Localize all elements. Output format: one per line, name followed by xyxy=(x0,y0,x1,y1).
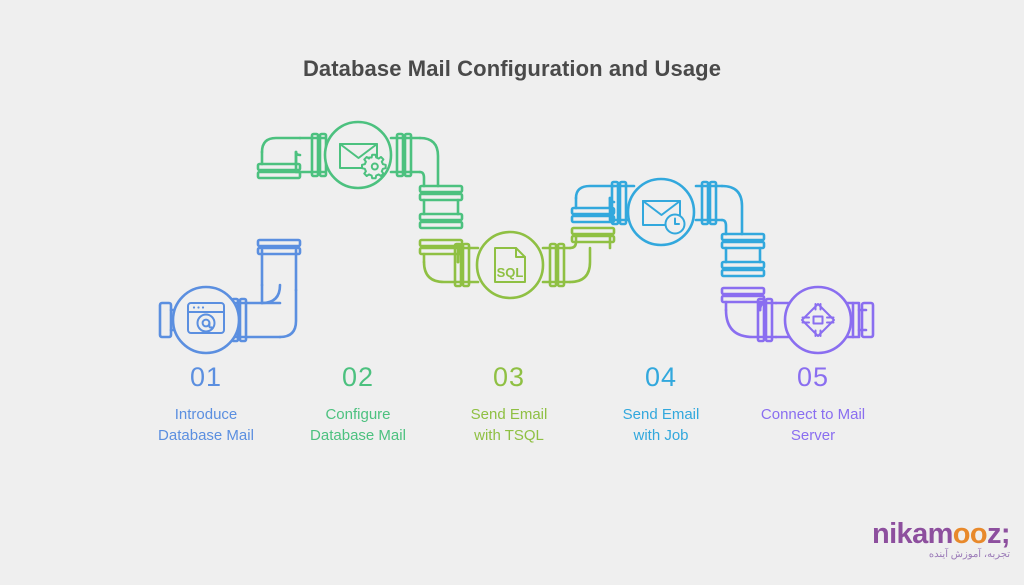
step-label-5-line2: Server xyxy=(790,427,836,444)
envelope-gear-icon xyxy=(339,143,387,180)
step-label-1-line2: Database Mail xyxy=(158,427,254,444)
node-circle-4 xyxy=(626,177,696,247)
brand-logo-part1: nikam xyxy=(871,518,953,550)
step-number-5: 05 xyxy=(796,362,830,392)
step-caption-1[interactable]: 01 Introduce Database Mail xyxy=(121,362,291,446)
pipe-riser-4-5 xyxy=(720,232,766,312)
step-caption-4[interactable]: 04 Send Email with Job xyxy=(576,362,746,446)
step-label-4-line2: with Job xyxy=(633,427,689,444)
brand-logo-part3: z; xyxy=(987,518,1011,550)
step-caption-2[interactable]: 02 Configure Database Mail xyxy=(273,362,443,446)
brand-logo-subtitle: تجربه، آموزش آینده xyxy=(928,549,1010,560)
step-label-2: Configure Database Mail xyxy=(273,404,443,446)
step-number-3: 03 xyxy=(492,362,526,392)
step-label-3: Send Email with TSQL xyxy=(424,404,594,446)
step-label-2-line2: Database Mail xyxy=(310,427,406,444)
step-number-2: 02 xyxy=(341,362,375,392)
page-title: Database Mail Configuration and Usage xyxy=(302,56,722,81)
step-label-5: Connect to Mail Server xyxy=(728,404,898,446)
envelope-clock-icon xyxy=(642,200,686,235)
step-label-5-line1: Connect to Mail xyxy=(760,406,866,423)
pipe-riser-3-4 xyxy=(570,196,616,250)
step-label-2-line1: Configure xyxy=(325,406,391,423)
sql-document-icon xyxy=(494,247,526,283)
step-label-4: Send Email with Job xyxy=(576,404,746,446)
step-label-1: Introduce Database Mail xyxy=(121,404,291,446)
step-label-3-line2: with TSQL xyxy=(474,427,544,444)
brand-logo-wordmark: nikamooz; xyxy=(870,518,1011,550)
step-label-3-line1: Send Email xyxy=(470,406,548,423)
step-label-4-line1: Send Email xyxy=(622,406,700,423)
step-caption-3[interactable]: 03 Send Email with TSQL xyxy=(424,362,594,446)
pipe-segment-4 xyxy=(574,180,744,236)
node-circle-3 xyxy=(475,230,545,300)
node-circle-2 xyxy=(323,120,393,190)
pipe-riser-2-3 xyxy=(418,184,464,264)
brand-logo[interactable]: nikamooz; تجربه، آموزش آینده xyxy=(870,518,1011,569)
pipe-segment-5 xyxy=(724,297,875,343)
sql-label: SQL xyxy=(497,265,524,280)
step-number-4: 04 xyxy=(644,362,678,392)
brand-logo-part2: oo xyxy=(952,518,988,550)
pipe-segment-3 xyxy=(422,240,592,288)
server-chip-icon xyxy=(801,303,835,337)
step-number-1: 01 xyxy=(189,362,223,392)
browser-at-icon xyxy=(187,302,225,334)
pipe-segment-1 xyxy=(158,283,298,343)
pipe-riser-1-2 xyxy=(256,150,302,292)
node-circle-1 xyxy=(171,285,241,355)
pipe-segment-2 xyxy=(260,132,440,188)
node-circle-5 xyxy=(783,285,853,355)
step-label-1-line1: Introduce xyxy=(174,406,238,423)
step-caption-5[interactable]: 05 Connect to Mail Server xyxy=(728,362,898,446)
